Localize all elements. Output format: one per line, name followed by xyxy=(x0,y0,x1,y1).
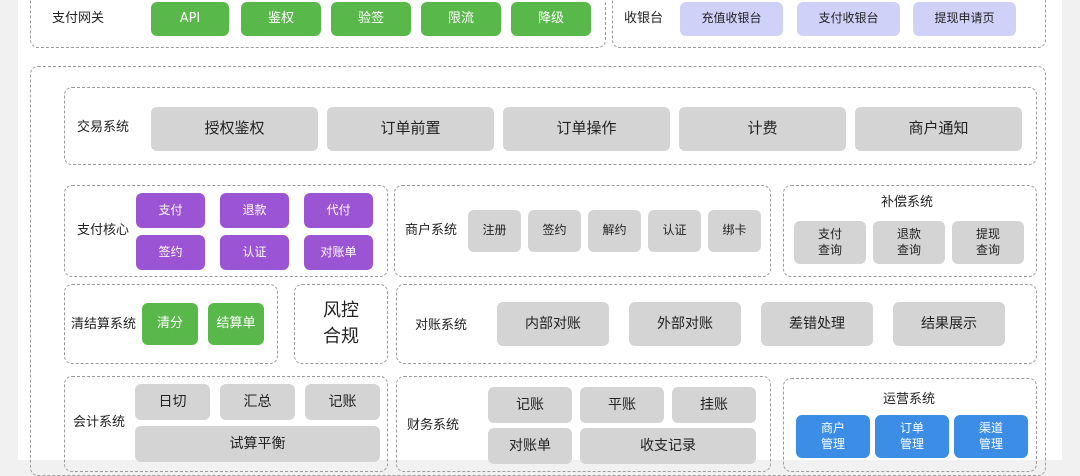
compensation-item-withdraw-query[interactable]: 提现 查询 xyxy=(952,221,1024,264)
compensation-item-refund-query[interactable]: 退款 查询 xyxy=(873,221,945,264)
merchant-item-terminate[interactable]: 解约 xyxy=(588,210,641,252)
finance-item-suspense[interactable]: 挂账 xyxy=(672,387,756,423)
accounting-item-summary[interactable]: 汇总 xyxy=(220,384,295,420)
finance-item-income-expense[interactable]: 收支记录 xyxy=(580,428,756,464)
pay-core-item-verify[interactable]: 认证 xyxy=(220,235,289,270)
gateway-item-signature[interactable]: 验签 xyxy=(331,2,411,36)
cashier-panel xyxy=(612,0,1046,48)
pay-core-item-pay[interactable]: 支付 xyxy=(136,193,205,228)
trade-item-order-ops[interactable]: 订单操作 xyxy=(503,107,670,151)
gateway-item-degrade[interactable]: 降级 xyxy=(511,2,591,36)
merchant-label: 商户系统 xyxy=(405,223,458,238)
gateway-item-rate-limit[interactable]: 限流 xyxy=(421,2,501,36)
reconcile-item-error-handling[interactable]: 差错处理 xyxy=(761,302,873,346)
operations-item-merchant-mgmt[interactable]: 商户 管理 xyxy=(796,415,870,458)
cashier-label: 收银台 xyxy=(624,11,664,26)
gateway-item-auth[interactable]: 鉴权 xyxy=(241,2,321,36)
clearing-label: 清结算系统 xyxy=(71,317,137,332)
finance-item-bookkeeping[interactable]: 记账 xyxy=(488,387,572,423)
operations-item-order-mgmt[interactable]: 订单 管理 xyxy=(875,415,949,458)
merchant-item-verify[interactable]: 认证 xyxy=(648,210,701,252)
trade-item-order-pre[interactable]: 订单前置 xyxy=(327,107,494,151)
merchant-panel xyxy=(394,185,771,277)
reconcile-panel xyxy=(396,284,1037,364)
merchant-item-contract[interactable]: 签约 xyxy=(528,210,581,252)
gateway-label: 支付网关 xyxy=(52,11,105,26)
reconcile-label: 对账系统 xyxy=(415,318,468,333)
accounting-item-trial-balance[interactable]: 试算平衡 xyxy=(135,426,380,462)
trade-item-authorization[interactable]: 授权鉴权 xyxy=(151,107,318,151)
compensation-label: 补偿系统 xyxy=(881,195,934,210)
risk-compliance-label: 风控 合规 xyxy=(323,300,359,347)
merchant-item-register[interactable]: 注册 xyxy=(468,210,521,252)
clearing-item-split[interactable]: 清分 xyxy=(142,303,198,345)
trade-panel xyxy=(64,87,1037,165)
finance-label: 财务系统 xyxy=(407,418,460,433)
trade-item-merchant-notify[interactable]: 商户通知 xyxy=(855,107,1022,151)
reconcile-item-internal[interactable]: 内部对账 xyxy=(497,302,609,346)
risk-panel xyxy=(294,284,388,364)
pay-core-item-payout[interactable]: 代付 xyxy=(304,193,373,228)
finance-item-balance[interactable]: 平账 xyxy=(580,387,664,423)
merchant-item-bind-card[interactable]: 绑卡 xyxy=(708,210,761,252)
clearing-item-settlement[interactable]: 结算单 xyxy=(208,303,264,345)
gateway-item-api[interactable]: API xyxy=(151,2,229,36)
cashier-item-withdraw[interactable]: 提现申请页 xyxy=(913,2,1016,36)
pay-core-item-contract[interactable]: 签约 xyxy=(136,235,205,270)
pay-core-item-refund[interactable]: 退款 xyxy=(220,193,289,228)
operations-label: 运营系统 xyxy=(883,392,936,407)
accounting-item-bookkeeping[interactable]: 记账 xyxy=(305,384,380,420)
pay-core-label: 支付核心 xyxy=(77,223,130,238)
operations-item-channel-mgmt[interactable]: 渠道 管理 xyxy=(954,415,1028,458)
trade-item-billing[interactable]: 计费 xyxy=(679,107,846,151)
compensation-panel xyxy=(783,185,1037,277)
compensation-item-pay-query[interactable]: 支付 查询 xyxy=(794,221,866,264)
pay-core-item-statement[interactable]: 对账单 xyxy=(304,235,373,270)
cashier-item-payment[interactable]: 支付收银台 xyxy=(797,2,900,36)
trade-label: 交易系统 xyxy=(77,120,130,135)
finance-item-statement[interactable]: 对账单 xyxy=(488,428,572,464)
gateway-panel xyxy=(30,0,606,48)
reconcile-item-external[interactable]: 外部对账 xyxy=(629,302,741,346)
accounting-item-day-cut[interactable]: 日切 xyxy=(135,384,210,420)
accounting-label: 会计系统 xyxy=(73,415,126,430)
reconcile-item-result-display[interactable]: 结果展示 xyxy=(893,302,1005,346)
pay-core-panel xyxy=(64,185,388,277)
cashier-item-recharge[interactable]: 充值收银台 xyxy=(680,2,783,36)
clearing-panel xyxy=(64,284,278,364)
